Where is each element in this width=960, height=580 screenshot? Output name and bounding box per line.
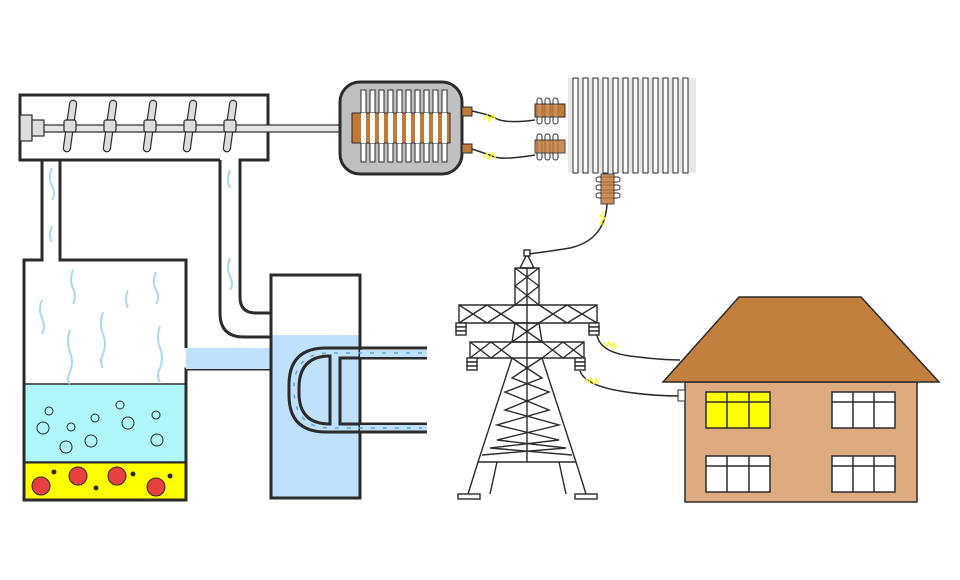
house-roof (661, 296, 941, 383)
condenser-tank (269, 273, 362, 500)
flames (31, 466, 166, 497)
transmission-wire (527, 203, 608, 255)
window-lit (705, 391, 771, 429)
boiler (22, 160, 272, 502)
bearing (19, 114, 33, 142)
window (831, 455, 896, 493)
steam (39, 167, 233, 385)
turbine-casing (18, 93, 271, 315)
distribution-wires (579, 334, 681, 397)
condenser (186, 273, 427, 500)
spark (482, 113, 497, 161)
meter (677, 389, 686, 402)
transformer-bushing (534, 97, 566, 125)
window (705, 455, 771, 493)
transmission-tower (455, 249, 600, 500)
window (831, 391, 896, 429)
spark (585, 340, 618, 386)
turbine (18, 93, 341, 339)
transformer-bushing (534, 133, 566, 161)
turbine-blades (62, 99, 238, 153)
boiler-shell (22, 160, 44, 500)
generator-terminal (461, 106, 473, 117)
steam-inlet-water (186, 348, 272, 369)
embers (51, 469, 173, 491)
cooling-coil (287, 346, 427, 434)
house (661, 296, 941, 503)
generator-terminal (461, 143, 473, 154)
bubbles (36, 400, 164, 454)
spark (598, 211, 607, 226)
transformer-bushing (595, 173, 621, 205)
generator (338, 80, 473, 176)
boiler-water (23, 383, 187, 463)
insulator (455, 322, 600, 371)
generator-wires (471, 110, 536, 159)
transformer (534, 77, 696, 205)
